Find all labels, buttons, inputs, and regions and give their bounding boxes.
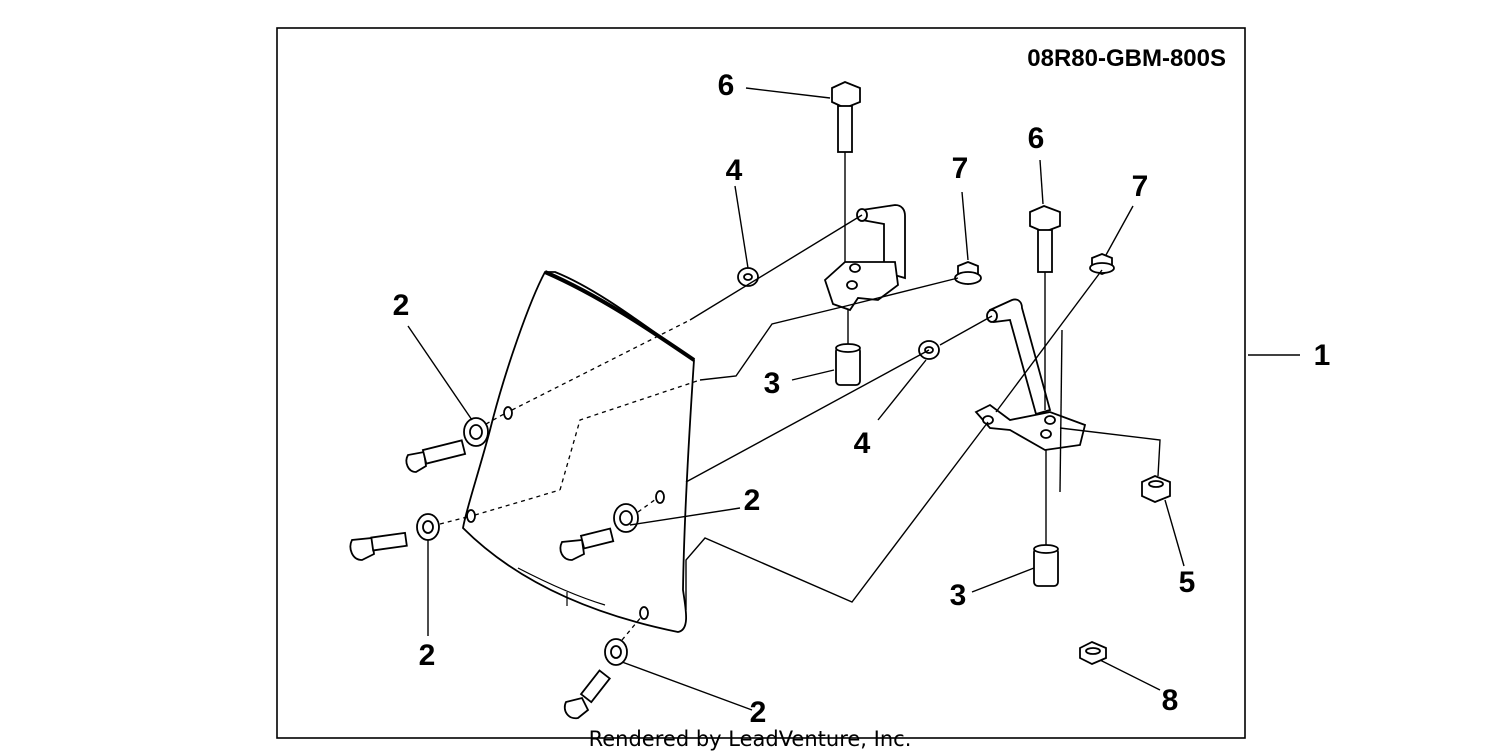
diagram-frame (276, 27, 1246, 739)
nut-7-right (1089, 253, 1115, 275)
callout-4-top: 4 (726, 154, 743, 187)
leader-lines (407, 87, 1300, 711)
callout-4-mid: 4 (854, 427, 871, 460)
callout-1: 1 (1314, 339, 1331, 372)
callout-2-bottom: 2 (750, 696, 767, 729)
callout-8: 8 (1162, 684, 1179, 717)
render-credit: Rendered by LeadVenture, Inc. (589, 727, 912, 751)
callout-3-right: 3 (950, 579, 967, 612)
callout-2-top: 2 (393, 289, 410, 322)
callout-2-bottom-left: 2 (419, 639, 436, 672)
part-code: 08R80-GBM-800S (1027, 45, 1226, 72)
callout-7-left: 7 (952, 152, 969, 185)
nut-5 (1141, 475, 1171, 503)
assembly-lines (439, 214, 1161, 641)
callout-7-right: 7 (1132, 170, 1149, 203)
callout-5: 5 (1179, 566, 1196, 599)
windscreen (462, 270, 696, 633)
washer-4-left (737, 267, 759, 287)
bolt-6-right (1029, 205, 1061, 410)
nut-7-left (954, 261, 982, 285)
screw-grommet-d (563, 638, 628, 720)
right-stay (974, 298, 1087, 451)
callout-6-left: 6 (718, 69, 735, 102)
bolt-6-left (831, 81, 861, 262)
screw-grommet-b (349, 513, 440, 561)
callout-6-right: 6 (1028, 122, 1045, 155)
collar-3-left (835, 310, 861, 386)
screw-grommet-c (559, 503, 639, 561)
callouts: 6 4 7 6 7 2 3 1 4 2 5 3 2 2 8 (393, 69, 1331, 729)
callout-2-mid: 2 (744, 484, 761, 517)
nut-8 (1079, 641, 1107, 665)
callout-3-left: 3 (764, 367, 781, 400)
collar-3-right (1033, 450, 1059, 587)
screw-grommet-a (405, 417, 489, 473)
